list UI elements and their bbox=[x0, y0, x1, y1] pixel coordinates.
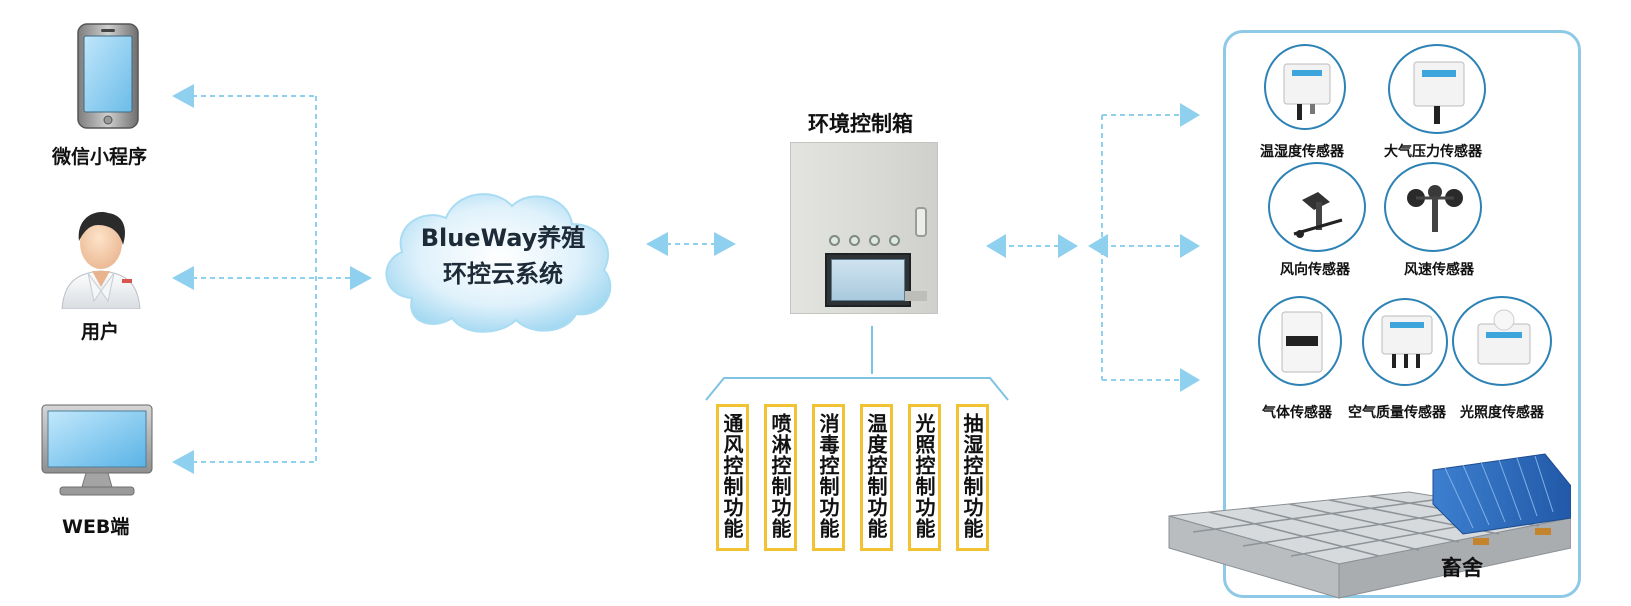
arrow-head bbox=[350, 266, 372, 290]
arrow-head bbox=[172, 266, 194, 290]
user-icon bbox=[58, 205, 144, 310]
air-quality-sensor-icon bbox=[1362, 298, 1448, 386]
wind-vane-icon bbox=[1268, 162, 1366, 252]
control-box-title: 环境控制箱 bbox=[808, 112, 913, 136]
arrow-head bbox=[986, 234, 1006, 258]
function-card: 喷淋控制功能 bbox=[764, 404, 797, 551]
client-label-web: WEB端 bbox=[62, 516, 130, 538]
client-label-miniprogram: 微信小程序 bbox=[52, 146, 148, 168]
indicator-light bbox=[889, 235, 900, 246]
function-label: 喷淋控制功能 bbox=[768, 413, 792, 539]
arrow-head bbox=[1088, 234, 1108, 258]
anemometer-icon bbox=[1384, 162, 1482, 252]
control-cabinet-icon bbox=[790, 142, 938, 314]
touch-screen bbox=[825, 253, 911, 307]
sensor-label: 温湿度传感器 bbox=[1260, 144, 1344, 160]
barn-label: 畜舍 bbox=[1441, 556, 1483, 580]
arrow-head bbox=[1180, 103, 1200, 127]
sensor-label: 风速传感器 bbox=[1404, 262, 1474, 278]
sensor-label: 气体传感器 bbox=[1262, 405, 1332, 421]
arrow-head bbox=[714, 232, 736, 256]
function-card: 光照控制功能 bbox=[908, 404, 941, 551]
sensor-label: 风向传感器 bbox=[1280, 262, 1350, 278]
temperature-humidity-sensor-icon bbox=[1264, 44, 1346, 130]
indicator-light bbox=[869, 235, 880, 246]
client-label-user: 用户 bbox=[81, 321, 120, 343]
indicator-light bbox=[849, 235, 860, 246]
livestock-barn-icon bbox=[1163, 452, 1572, 600]
cloud-line-2: 环控云系统 bbox=[443, 260, 563, 288]
indicator-light bbox=[829, 235, 840, 246]
cabinet-plate bbox=[905, 291, 927, 301]
arrow-head bbox=[1058, 234, 1078, 258]
arrow-head bbox=[172, 84, 194, 108]
cloud-line-1: BlueWay养殖 bbox=[420, 224, 586, 252]
arrow-head bbox=[1180, 368, 1200, 392]
function-card: 通风控制功能 bbox=[716, 404, 749, 551]
function-label: 通风控制功能 bbox=[720, 413, 744, 539]
illuminance-sensor-icon bbox=[1452, 296, 1552, 386]
function-card: 消毒控制功能 bbox=[812, 404, 845, 551]
arrow-head bbox=[646, 232, 668, 256]
function-card: 抽湿控制功能 bbox=[956, 404, 989, 551]
function-label: 抽湿控制功能 bbox=[960, 413, 984, 539]
cloud-title: BlueWay养殖 环控云系统 bbox=[388, 220, 618, 292]
arrow-head bbox=[172, 450, 194, 474]
smartphone-icon bbox=[76, 22, 140, 130]
function-label: 消毒控制功能 bbox=[816, 413, 840, 539]
function-card: 温度控制功能 bbox=[860, 404, 893, 551]
gas-sensor-icon bbox=[1258, 296, 1342, 386]
cabinet-handle bbox=[915, 207, 927, 237]
function-label: 光照控制功能 bbox=[912, 413, 936, 539]
desktop-computer-icon bbox=[38, 403, 156, 497]
function-label: 温度控制功能 bbox=[864, 413, 888, 539]
atmospheric-pressure-sensor-icon bbox=[1388, 44, 1486, 134]
sensor-label: 大气压力传感器 bbox=[1384, 144, 1482, 160]
cloud-shape bbox=[372, 178, 622, 338]
sensor-label: 空气质量传感器 bbox=[1348, 405, 1446, 421]
arrow-head bbox=[1180, 234, 1200, 258]
sensor-label: 光照度传感器 bbox=[1460, 405, 1544, 421]
